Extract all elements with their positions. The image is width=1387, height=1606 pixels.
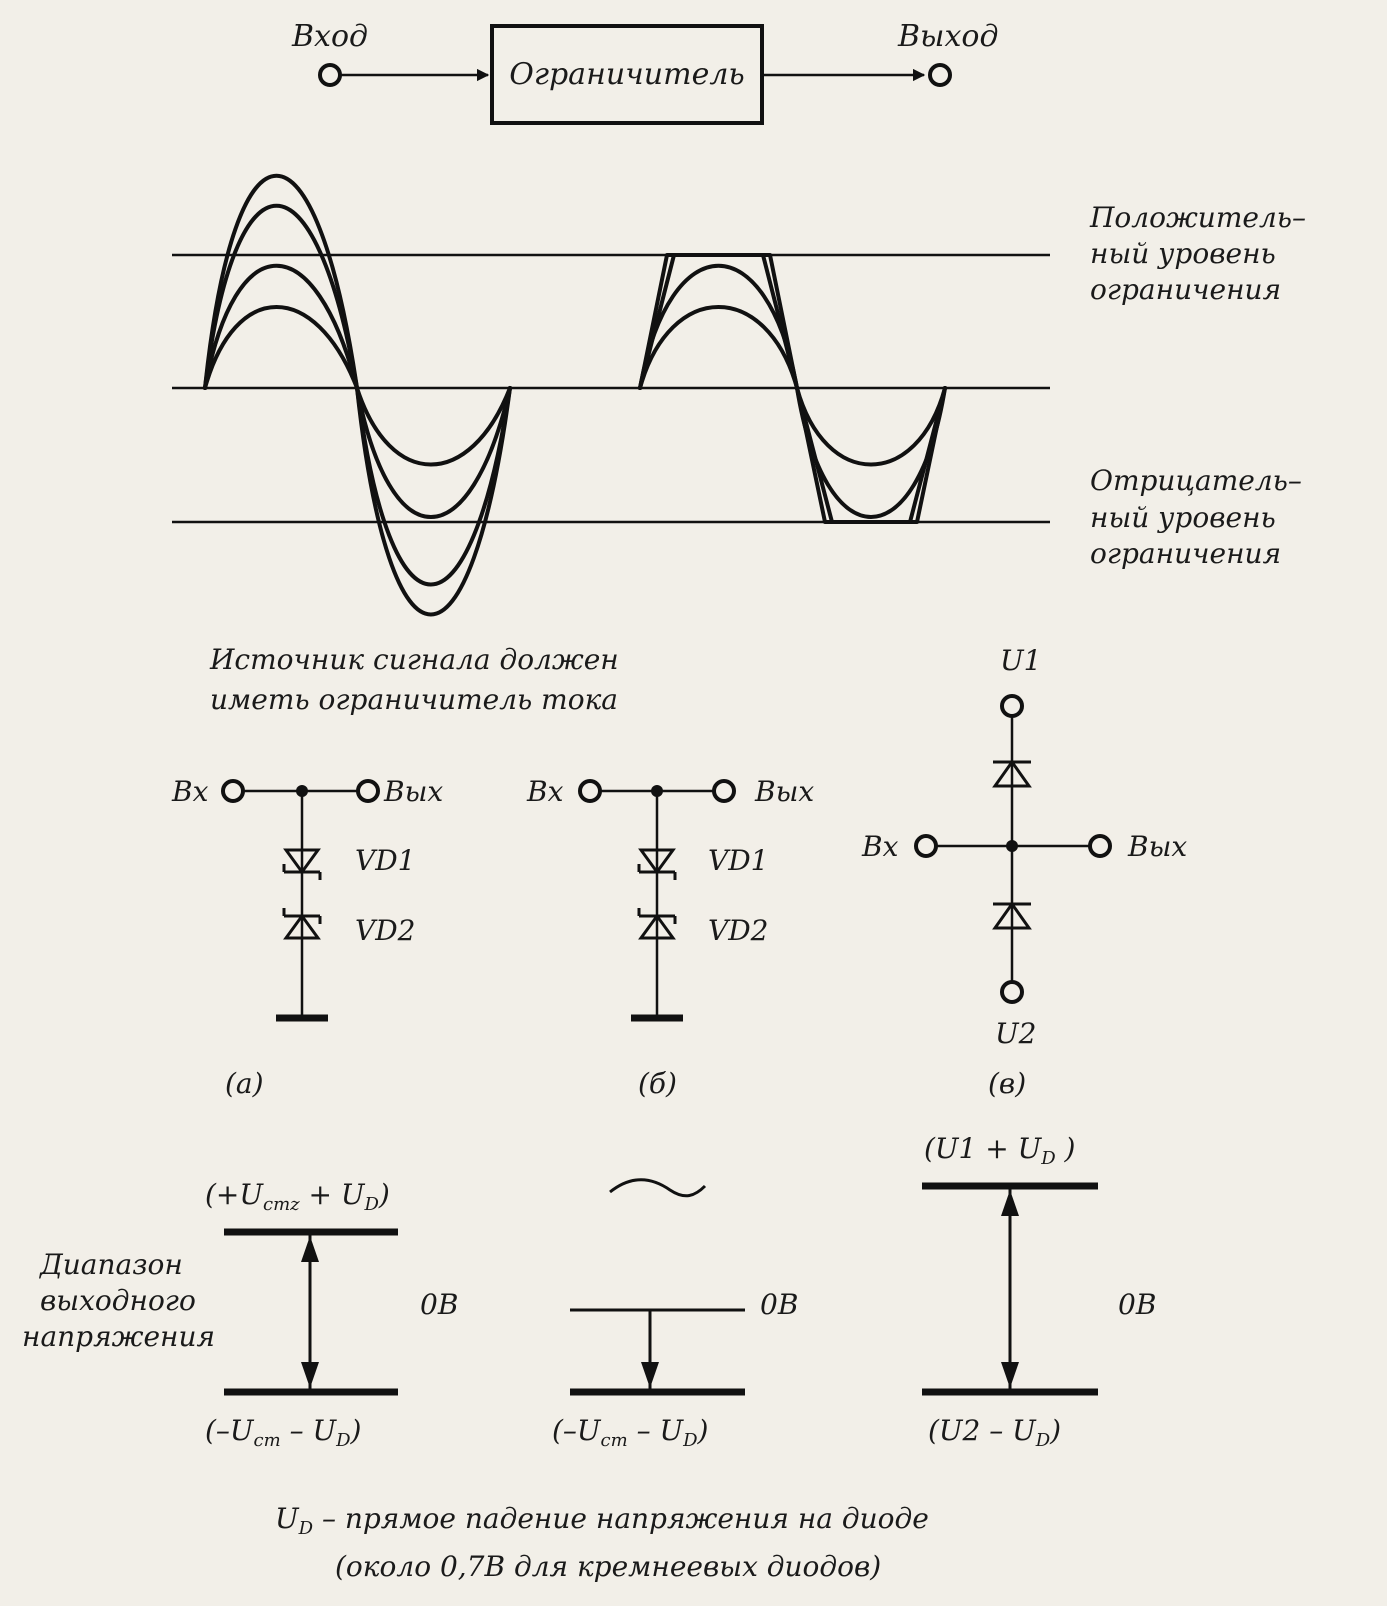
negative-level-label: Отрицатель– ный уровень ограничения <box>1090 464 1302 570</box>
circuit-b-in-terminal <box>578 779 602 803</box>
input-terminal <box>318 63 342 87</box>
circuit-c-u1-label: U1 <box>1000 644 1041 677</box>
output-label: Выход <box>897 19 998 54</box>
caption-b: (б) <box>638 1067 677 1100</box>
svg-text:напряжения: напряжения <box>22 1320 215 1353</box>
range-a: (+Uстz + UD) 0В (–Uст – UD) <box>205 1178 458 1451</box>
circuit-c: U1 U2 Вх Вых (в) <box>861 644 1187 1100</box>
svg-text:иметь ограничитель тока: иметь ограничитель тока <box>210 683 618 716</box>
circuit-b-in-label: Вх <box>526 775 564 808</box>
caption-a: (а) <box>225 1067 264 1100</box>
range-b: 0В (–Uст – UD) <box>552 1178 798 1451</box>
circuit-a-out-terminal <box>356 779 380 803</box>
circuit-c-out-label: Вых <box>1127 830 1187 863</box>
clip-3-neg <box>795 386 947 519</box>
circuit-c-u1-terminal <box>1000 694 1024 718</box>
circuit-a: Вх Вых VD1 VD2 (а) <box>171 775 443 1100</box>
circuit-b-out-terminal <box>712 779 736 803</box>
wave-1-pos <box>203 173 359 390</box>
circuit-c-u2-terminal <box>1000 980 1024 1004</box>
range-label: Диапазон выходного напряжения <box>22 1248 215 1353</box>
clip-1-pos <box>638 253 799 390</box>
input-label: Вход <box>291 19 368 54</box>
footnote: UD – прямое падение напряжения на диоде … <box>275 1502 929 1583</box>
range-a-top-label: (+Uстz + UD) <box>205 1178 390 1215</box>
svg-text:Источник сигнала должен: Источник сигнала должен <box>209 643 619 676</box>
circuit-c-in-terminal <box>914 834 938 858</box>
circuit-b: Вх Вых VD1 VD2 (б) <box>526 775 814 1100</box>
zener-vd2-b <box>637 908 677 940</box>
circuit-a-in-terminal <box>221 779 245 803</box>
range-c-bottom-label: (U2 – UD) <box>928 1414 1061 1451</box>
svg-text:ограничения: ограничения <box>1090 537 1281 570</box>
source-note: Источник сигнала должен иметь ограничите… <box>209 643 619 716</box>
range-b-tilde <box>609 1178 707 1198</box>
limiter-label: Ограничитель <box>509 57 745 92</box>
footnote-line-2: (около 0,7В для кремнеевых диодов) <box>335 1550 881 1583</box>
wave-3-pos <box>203 264 359 390</box>
clip-4-pos <box>638 305 799 390</box>
block-diagram: Вход Выход Ограничитель <box>291 19 998 125</box>
wave-2-pos <box>203 203 359 390</box>
zener-vd1-b <box>637 848 677 880</box>
wave-1-neg <box>355 386 512 617</box>
circuit-a-out-label: Вых <box>383 775 443 808</box>
svg-text:Диапазон: Диапазон <box>38 1248 183 1281</box>
caption-c: (в) <box>988 1067 1026 1100</box>
circuit-c-in-label: Вх <box>861 830 899 863</box>
wave-2-neg <box>355 386 512 587</box>
circuit-b-vd2-label: VD2 <box>708 914 768 947</box>
clip-4-neg <box>795 386 947 467</box>
diode-upper <box>992 759 1032 788</box>
zener-vd1 <box>282 848 322 880</box>
range-c-zero-label: 0В <box>1118 1288 1156 1321</box>
svg-text:ный уровень: ный уровень <box>1090 237 1276 270</box>
circuit-a-vd2-label: VD2 <box>355 914 415 947</box>
svg-text:Отрицатель–: Отрицатель– <box>1090 464 1302 497</box>
range-c: (U1 + UD ) 0В (U2 – UD) <box>922 1132 1156 1451</box>
range-b-bottom-label: (–Uст – UD) <box>552 1414 708 1451</box>
wave-4-pos <box>203 305 359 390</box>
svg-text:ограничения: ограничения <box>1090 273 1281 306</box>
waveform-plot: Положитель– ный уровень ограничения Отри… <box>172 173 1306 617</box>
positive-level-label: Положитель– ный уровень ограничения <box>1089 201 1306 306</box>
circuit-c-out-terminal <box>1088 834 1112 858</box>
range-c-top-label: (U1 + UD ) <box>924 1132 1075 1169</box>
circuit-a-in-label: Вх <box>171 775 209 808</box>
clip-3-pos <box>638 264 799 390</box>
diode-lower <box>992 901 1032 930</box>
circuit-a-vd1-label: VD1 <box>355 844 415 877</box>
circuit-b-vd1-label: VD1 <box>708 844 768 877</box>
footnote-line-1: UD – прямое падение напряжения на диоде <box>275 1502 929 1539</box>
circuit-c-junction <box>1006 840 1018 852</box>
svg-text:Положитель–: Положитель– <box>1089 201 1306 234</box>
circuit-c-u2-label: U2 <box>995 1017 1036 1050</box>
circuit-b-out-label: Вых <box>754 775 814 808</box>
clip-2-pos <box>638 253 799 390</box>
range-a-bottom-label: (–Uст – UD) <box>205 1414 361 1451</box>
range-a-zero-label: 0В <box>420 1288 458 1321</box>
clip-1-neg <box>795 386 947 524</box>
wave-3-neg <box>355 386 512 519</box>
wave-4-neg <box>355 386 512 467</box>
range-b-zero-label: 0В <box>760 1288 798 1321</box>
svg-text:ный уровень: ный уровень <box>1090 501 1276 534</box>
svg-text:выходного: выходного <box>40 1284 196 1317</box>
zener-vd2 <box>282 908 322 940</box>
output-terminal <box>928 63 952 87</box>
